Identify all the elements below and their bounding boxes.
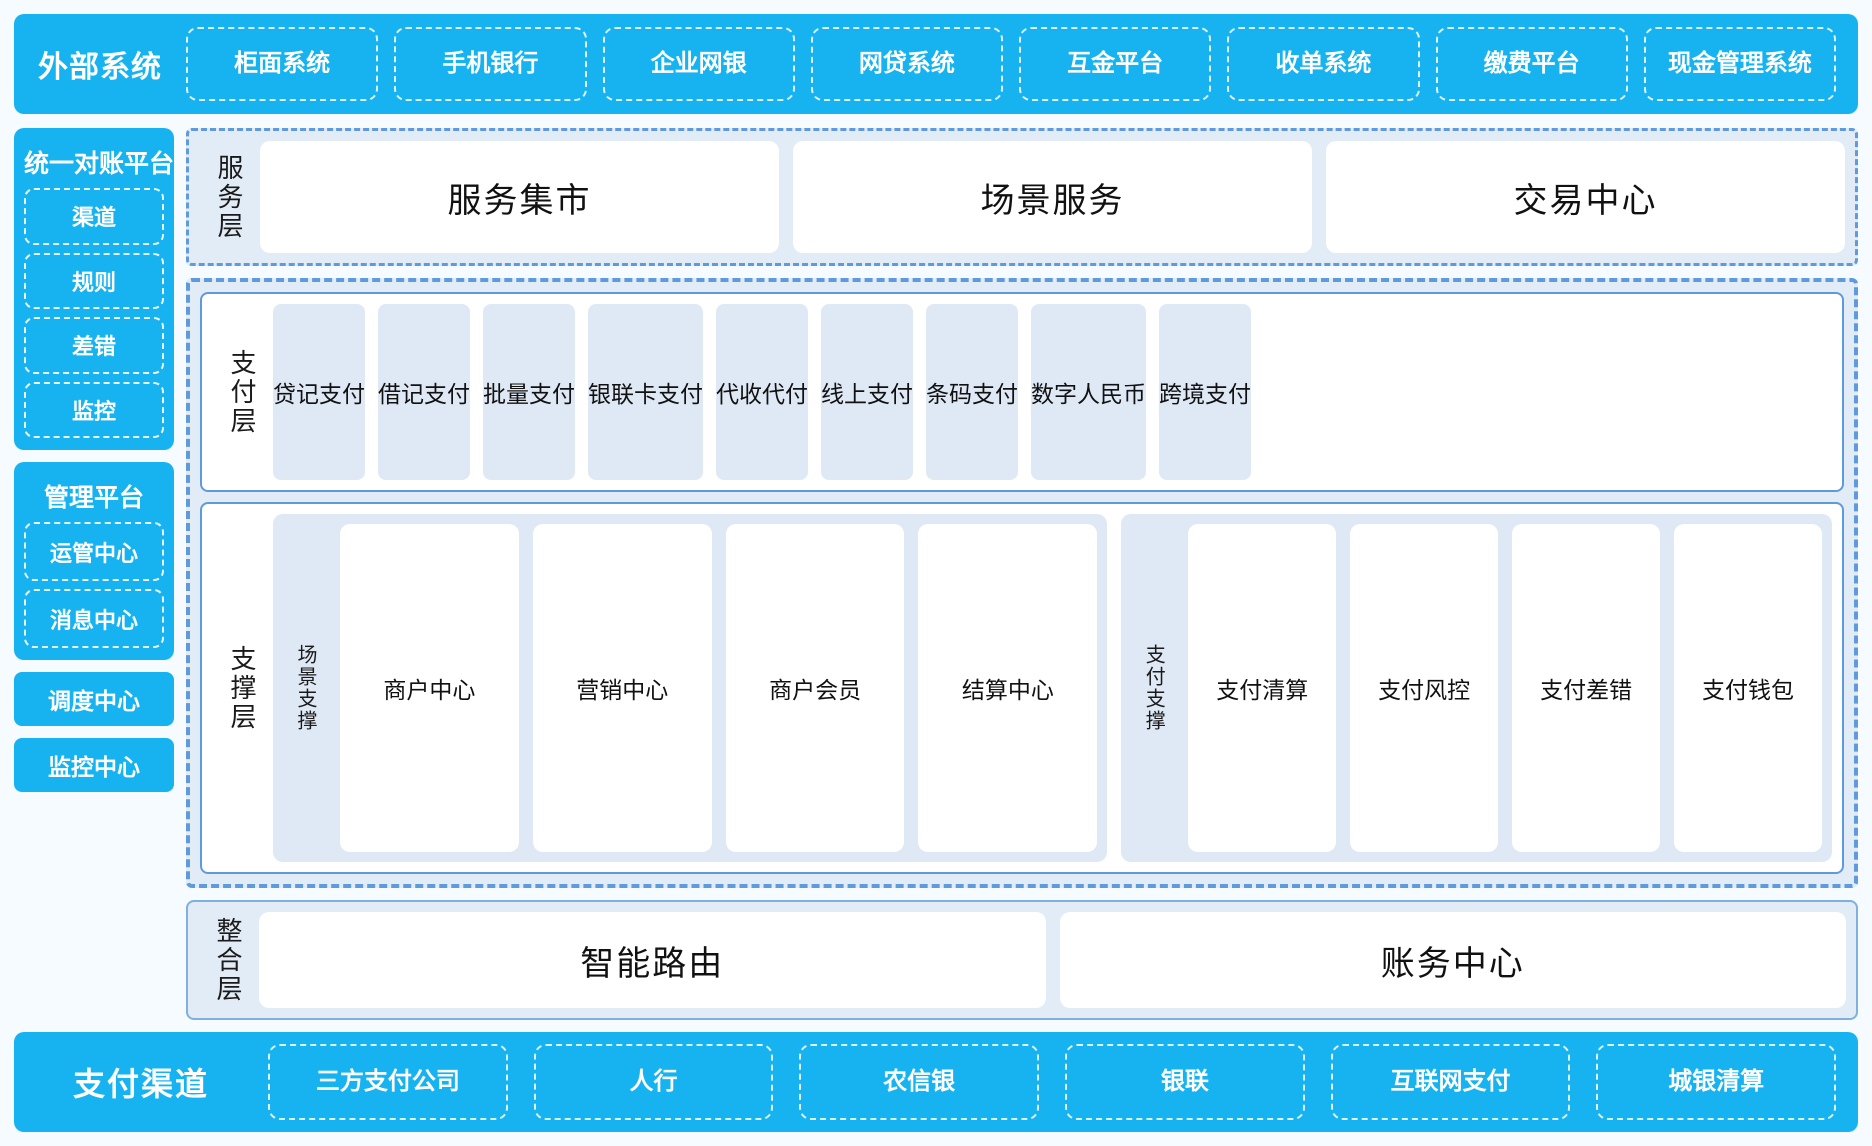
payment-layer-row: 支付层 贷记支付 借记支付 批量支付 银联卡支付 代收代付 线上支付 条码支付 …	[212, 304, 1251, 480]
support-layer-label: 支撑层	[227, 644, 257, 732]
payment-support-label: 支付支撑	[1142, 644, 1165, 732]
payment-layer-label: 支付层	[227, 348, 257, 436]
channel-chip-4[interactable]: 互联网支付	[1330, 1044, 1571, 1120]
reconciliation-platform-items: 渠道 规则 差错 监控	[24, 188, 164, 438]
support-layer-panel: 支撑层 场景支撑 商户中心 营销中心 商户会员 结算中心	[200, 502, 1844, 874]
management-platform-items: 运管中心 消息中心	[24, 522, 164, 648]
external-system-chip-1[interactable]: 手机银行	[394, 27, 587, 101]
external-systems-items: 柜面系统 手机银行 企业网银 网贷系统 互金平台 收单系统 缴费平台 现金管理系…	[186, 27, 1836, 101]
scene-support-label: 场景支撑	[294, 644, 316, 732]
recon-chip-monitor[interactable]: 监控	[24, 381, 164, 438]
middle-zone: 统一对账平台 渠道 规则 差错 监控 管理平台 运管中心 消息中心 调度中心 监…	[14, 128, 1858, 1020]
scene-card-settlement-center[interactable]: 结算中心	[918, 524, 1098, 852]
payment-channel-bar: 支付渠道 三方支付公司 人行 农信银 银联 互联网支付 城银清算	[14, 1032, 1858, 1132]
pay-support-card-error[interactable]: 支付差错	[1512, 524, 1661, 852]
reconciliation-platform-group: 统一对账平台 渠道 规则 差错 监控	[14, 128, 174, 450]
channel-chip-3[interactable]: 银联	[1065, 1044, 1305, 1120]
payment-channel-title: 支付渠道	[72, 1066, 209, 1102]
external-system-chip-0[interactable]: 柜面系统	[186, 27, 379, 101]
external-system-chip-4[interactable]: 互金平台	[1019, 27, 1212, 101]
service-layer-label: 服务层	[214, 153, 244, 241]
scene-card-merchant-center[interactable]: 商户中心	[340, 524, 519, 852]
channel-chip-1[interactable]: 人行	[533, 1044, 774, 1120]
payment-layer-cards: 贷记支付 借记支付 批量支付 银联卡支付 代收代付 线上支付 条码支付 数字人民…	[273, 304, 1251, 480]
payment-card-crossborder[interactable]: 跨境支付	[1159, 304, 1251, 480]
service-card-marketplace[interactable]: 服务集市	[260, 141, 779, 253]
scene-card-marketing-center[interactable]: 营销中心	[532, 524, 712, 852]
payment-card-online[interactable]: 线上支付	[821, 304, 913, 480]
service-layer-zone: 服务层 服务集市 场景服务 交易中心	[186, 128, 1858, 266]
integration-layer-label: 整合层	[213, 916, 243, 1004]
pay-support-card-clearing[interactable]: 支付清算	[1188, 524, 1337, 852]
recon-chip-rule[interactable]: 规则	[24, 252, 164, 309]
rail-spacer	[14, 804, 174, 1020]
mgmt-chip-operations-center[interactable]: 运管中心	[24, 522, 164, 581]
support-layer-groups: 场景支撑 商户中心 营销中心 商户会员 结算中心 支付支撑	[273, 514, 1832, 862]
channel-chip-2[interactable]: 农信银	[799, 1044, 1040, 1120]
pay-support-card-wallet[interactable]: 支付钱包	[1674, 524, 1822, 852]
support-layer-row: 支撑层 场景支撑 商户中心 营销中心 商户会员 结算中心	[212, 514, 1832, 862]
monitoring-center-block[interactable]: 监控中心	[14, 738, 174, 792]
payment-card-credit[interactable]: 贷记支付	[273, 304, 365, 480]
service-layer-cards: 服务集市 场景服务 交易中心	[260, 141, 1845, 253]
integration-layer-cards: 智能路由 账务中心	[259, 912, 1846, 1008]
payment-card-collection[interactable]: 代收代付	[716, 304, 808, 480]
external-systems-title: 外部系统	[38, 51, 162, 84]
service-card-scenario[interactable]: 场景服务	[793, 141, 1312, 253]
pay-support-card-risk[interactable]: 支付风控	[1350, 524, 1499, 852]
integration-layer-panel: 整合层 智能路由 账务中心	[186, 900, 1858, 1020]
external-system-chip-7[interactable]: 现金管理系统	[1643, 27, 1836, 101]
scheduling-center-block[interactable]: 调度中心	[14, 672, 174, 726]
payment-layer-panel: 支付层 贷记支付 借记支付 批量支付 银联卡支付 代收代付 线上支付 条码支付 …	[200, 292, 1844, 492]
channel-chip-0[interactable]: 三方支付公司	[268, 1044, 508, 1120]
integration-card-accounting-center[interactable]: 账务中心	[1059, 912, 1846, 1008]
payment-card-batch[interactable]: 批量支付	[483, 304, 575, 480]
payment-card-debit[interactable]: 借记支付	[378, 304, 470, 480]
service-layer-row: 服务层 服务集市 场景服务 交易中心	[199, 141, 1845, 253]
payment-channel-items: 三方支付公司 人行 农信银 银联 互联网支付 城银清算	[268, 1044, 1837, 1120]
payment-card-unionpay[interactable]: 银联卡支付	[588, 304, 703, 480]
payment-support-group: 支付支撑 支付清算 支付风控 支付差错 支付钱包	[1121, 514, 1832, 862]
scene-card-merchant-member[interactable]: 商户会员	[725, 524, 905, 852]
integration-card-smart-routing[interactable]: 智能路由	[259, 912, 1046, 1008]
mgmt-chip-message-center[interactable]: 消息中心	[24, 589, 164, 648]
management-platform-group: 管理平台 运管中心 消息中心	[14, 462, 174, 660]
payment-card-dcep[interactable]: 数字人民币	[1031, 304, 1146, 480]
service-card-transaction[interactable]: 交易中心	[1326, 141, 1845, 253]
management-platform-title: 管理平台	[43, 484, 144, 512]
recon-chip-error[interactable]: 差错	[24, 317, 164, 374]
external-system-chip-6[interactable]: 缴费平台	[1435, 27, 1628, 101]
left-rail: 统一对账平台 渠道 规则 差错 监控 管理平台 运管中心 消息中心 调度中心 监…	[14, 128, 174, 1020]
recon-chip-channel[interactable]: 渠道	[24, 188, 164, 245]
external-systems-bar: 外部系统 柜面系统 手机银行 企业网银 网贷系统 互金平台 收单系统 缴费平台 …	[14, 14, 1858, 114]
payment-support-cards: 支付清算 支付风控 支付差错 支付钱包	[1188, 524, 1822, 852]
integration-layer-row: 整合层 智能路由 账务中心	[198, 912, 1846, 1008]
platform-content: 服务层 服务集市 场景服务 交易中心 支付层 贷记支付	[186, 128, 1858, 1020]
channel-chip-5[interactable]: 城银清算	[1596, 1044, 1837, 1120]
external-system-chip-2[interactable]: 企业网银	[602, 27, 795, 101]
payment-card-barcode[interactable]: 条码支付	[926, 304, 1018, 480]
reconciliation-platform-title: 统一对账平台	[24, 150, 175, 178]
payment-support-zone: 支付层 贷记支付 借记支付 批量支付 银联卡支付 代收代付 线上支付 条码支付 …	[186, 278, 1858, 888]
external-system-chip-5[interactable]: 收单系统	[1227, 27, 1420, 101]
external-system-chip-3[interactable]: 网贷系统	[810, 27, 1003, 101]
scene-support-group: 场景支撑 商户中心 营销中心 商户会员 结算中心	[273, 514, 1108, 862]
scene-support-cards: 商户中心 营销中心 商户会员 结算中心	[340, 524, 1098, 852]
